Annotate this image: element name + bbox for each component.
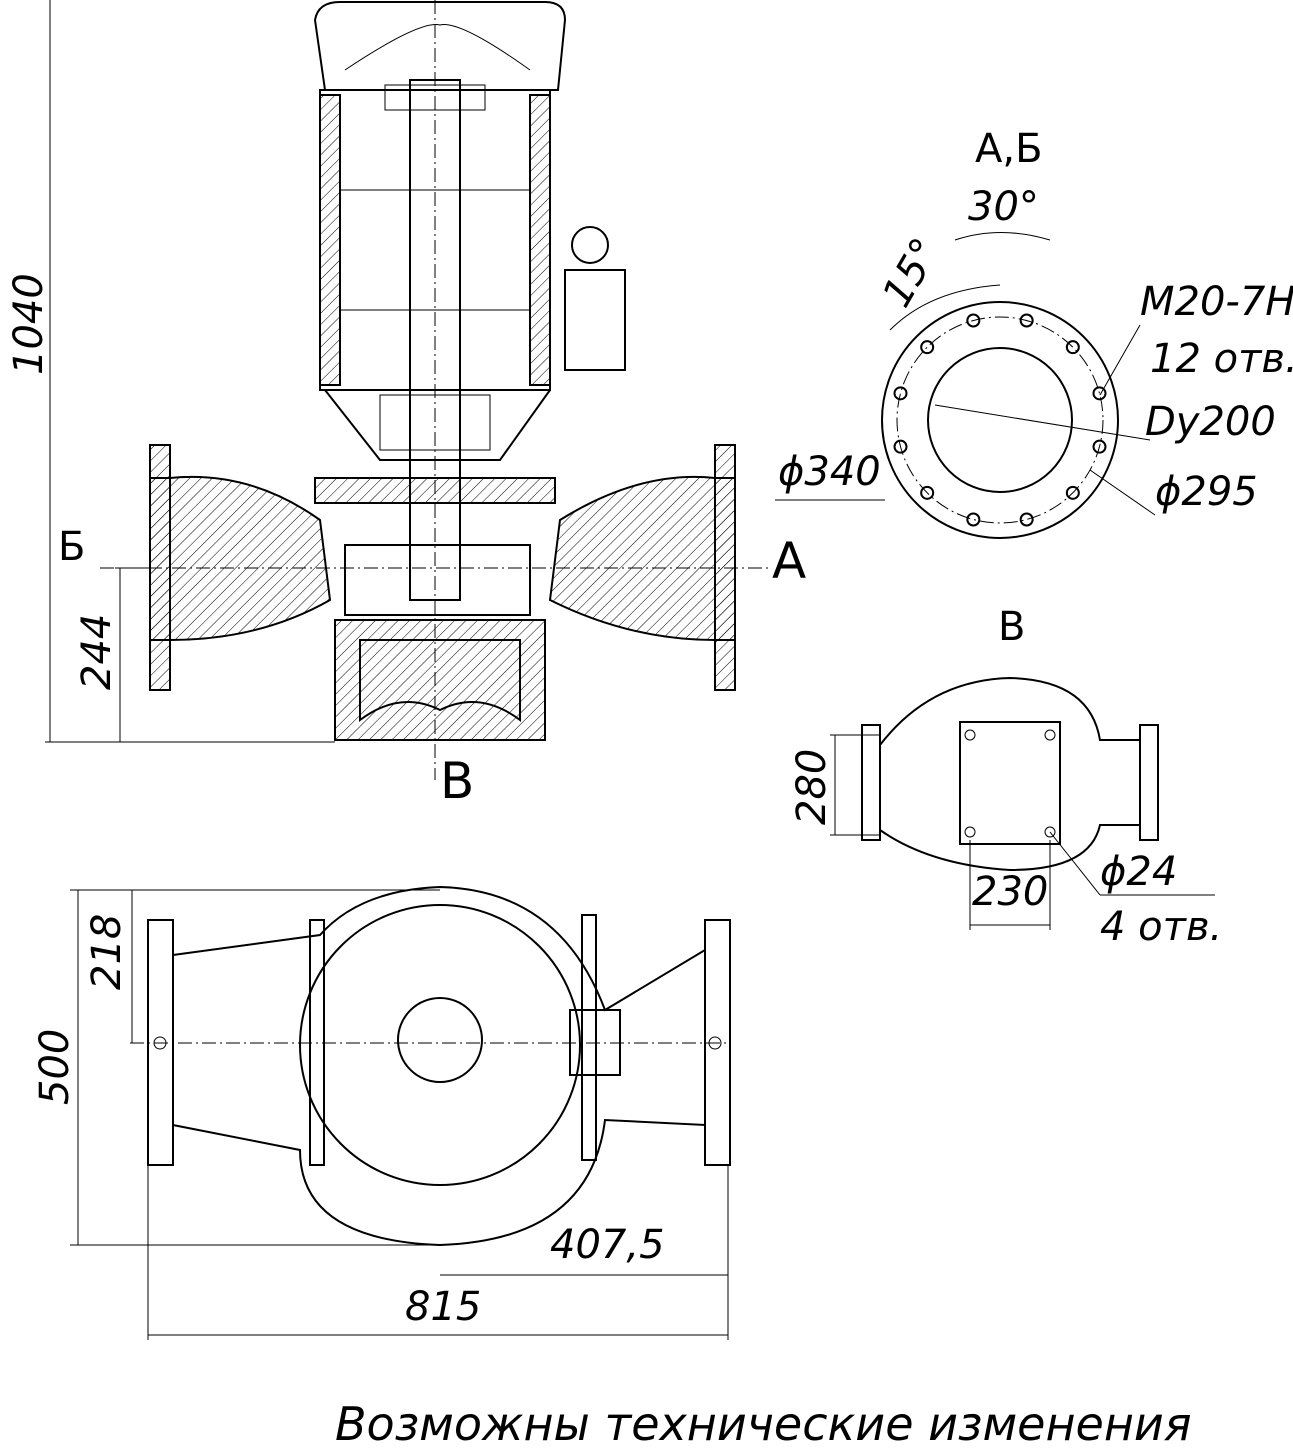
terminal-box xyxy=(564,269,626,371)
top-casing xyxy=(172,885,706,1247)
base-casing xyxy=(879,676,1141,872)
dim-280: 280 xyxy=(789,749,835,825)
dim-815: 815 xyxy=(405,1284,481,1330)
motor-top xyxy=(299,904,581,1186)
lifting-eye xyxy=(571,226,609,264)
view-mark-v: В xyxy=(440,752,474,810)
bolt-hole xyxy=(1019,512,1034,527)
pump-casing xyxy=(149,475,332,641)
section-mark-b: Б xyxy=(58,524,85,570)
fan-cover xyxy=(313,1,567,91)
bolt-circle-label: ϕ295 xyxy=(1155,469,1258,515)
bolt-hole xyxy=(966,512,981,527)
angle-30: 30° xyxy=(968,184,1039,230)
hole-diameter-label: ϕ24 xyxy=(1100,849,1177,895)
flange-bore xyxy=(927,347,1073,493)
bolt-hole xyxy=(1092,439,1107,454)
bolt-hole xyxy=(893,386,908,401)
bolt-hole xyxy=(920,485,935,500)
angle-15: 15° xyxy=(874,231,949,315)
dim-230: 230 xyxy=(972,869,1048,915)
bolt-hole xyxy=(1092,386,1107,401)
holes-label: 12 отв. xyxy=(1150,336,1293,382)
bolt-hole xyxy=(1019,313,1034,328)
flange-view-title: А,Б xyxy=(975,126,1043,172)
bolt-hole xyxy=(966,313,981,328)
dim-500: 500 xyxy=(32,1029,78,1105)
stator xyxy=(339,189,531,311)
base-view: В 280 230 ϕ24 4 отв. xyxy=(789,604,1222,950)
thread-label: M20-7H xyxy=(1140,279,1293,325)
outer-diameter-label: ϕ340 xyxy=(778,449,881,495)
base-plate xyxy=(959,721,1061,845)
footer-note: Возможны технические изменения xyxy=(335,1397,1192,1451)
section-mark-a: А xyxy=(772,532,806,590)
front-view: 1040 244 Б А В xyxy=(6,0,806,810)
nominal-label: Dy200 xyxy=(1145,399,1276,445)
dim-244: 244 xyxy=(74,614,120,690)
bolt-hole xyxy=(920,340,935,355)
dim-218: 218 xyxy=(84,914,130,990)
dim-1040: 1040 xyxy=(6,273,52,375)
hole-count-label: 4 отв. xyxy=(1100,904,1222,950)
bolt-hole xyxy=(1065,340,1080,355)
impeller xyxy=(344,544,531,616)
bolt-holes xyxy=(893,313,1107,527)
flange-view: А,Б 30° 15° M20-7H 12 отв. Dy200 ϕ340 ϕ2… xyxy=(775,126,1293,539)
bolt-hole xyxy=(1065,485,1080,500)
top-view: 218 500 407,5 815 xyxy=(32,885,731,1340)
dim-407-5: 407,5 xyxy=(550,1222,665,1268)
flange-outer xyxy=(881,301,1119,539)
base-view-title: В xyxy=(998,604,1025,650)
bolt-hole xyxy=(893,439,908,454)
